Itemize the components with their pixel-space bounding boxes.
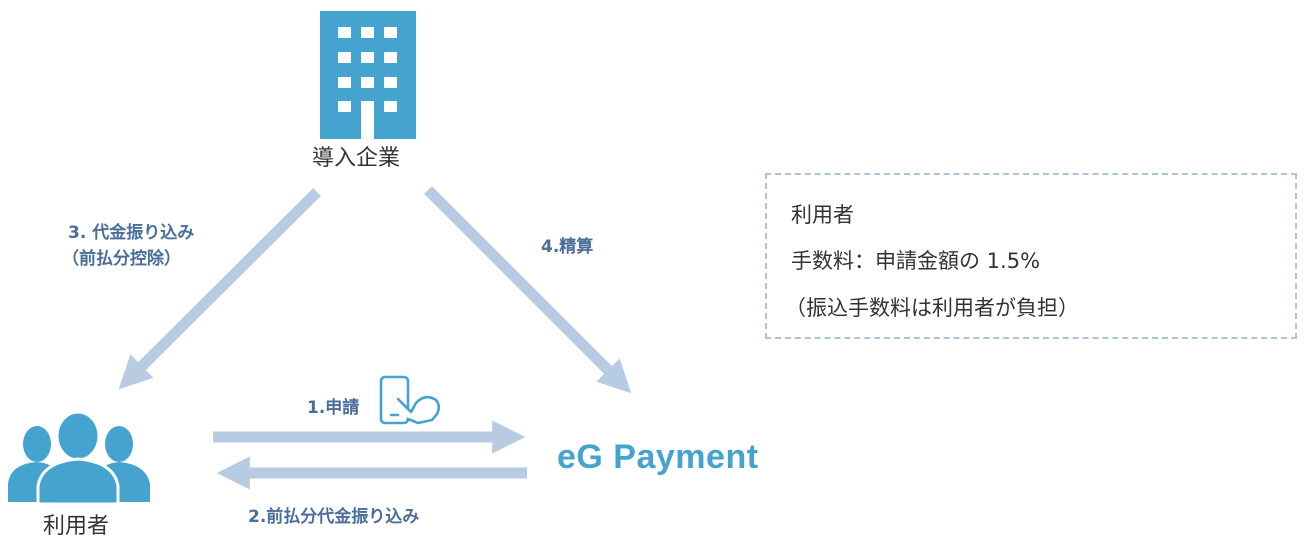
note-transfer-fee: （振込手数料は利用者が負担）	[785, 296, 1079, 320]
arrow-step4-company-to-service	[424, 186, 632, 394]
step3-label-line1: 3. 代金振り込み	[68, 223, 195, 243]
fee-note-box: 利用者 手数料：申請金額の 1.5% （振込手数料は利用者が負担）	[765, 173, 1297, 339]
step3-label-line2: （前払分控除）	[62, 249, 181, 269]
step4-label: 4.精算	[541, 237, 594, 257]
step2-label: 2.前払分代金振り込み	[248, 507, 420, 527]
note-title: 利用者	[791, 203, 854, 227]
step1-label: 1.申請	[307, 398, 360, 418]
user-label: 利用者	[43, 514, 110, 539]
note-fee: 手数料：申請金額の 1.5%	[791, 249, 1041, 273]
arrow-step3-company-to-user	[118, 188, 321, 390]
company-label: 導入企業	[312, 146, 401, 171]
building-icon	[320, 11, 416, 139]
service-label: eG Payment	[557, 438, 759, 476]
smartphone-tap-icon	[379, 375, 441, 425]
users-icon	[8, 410, 150, 506]
